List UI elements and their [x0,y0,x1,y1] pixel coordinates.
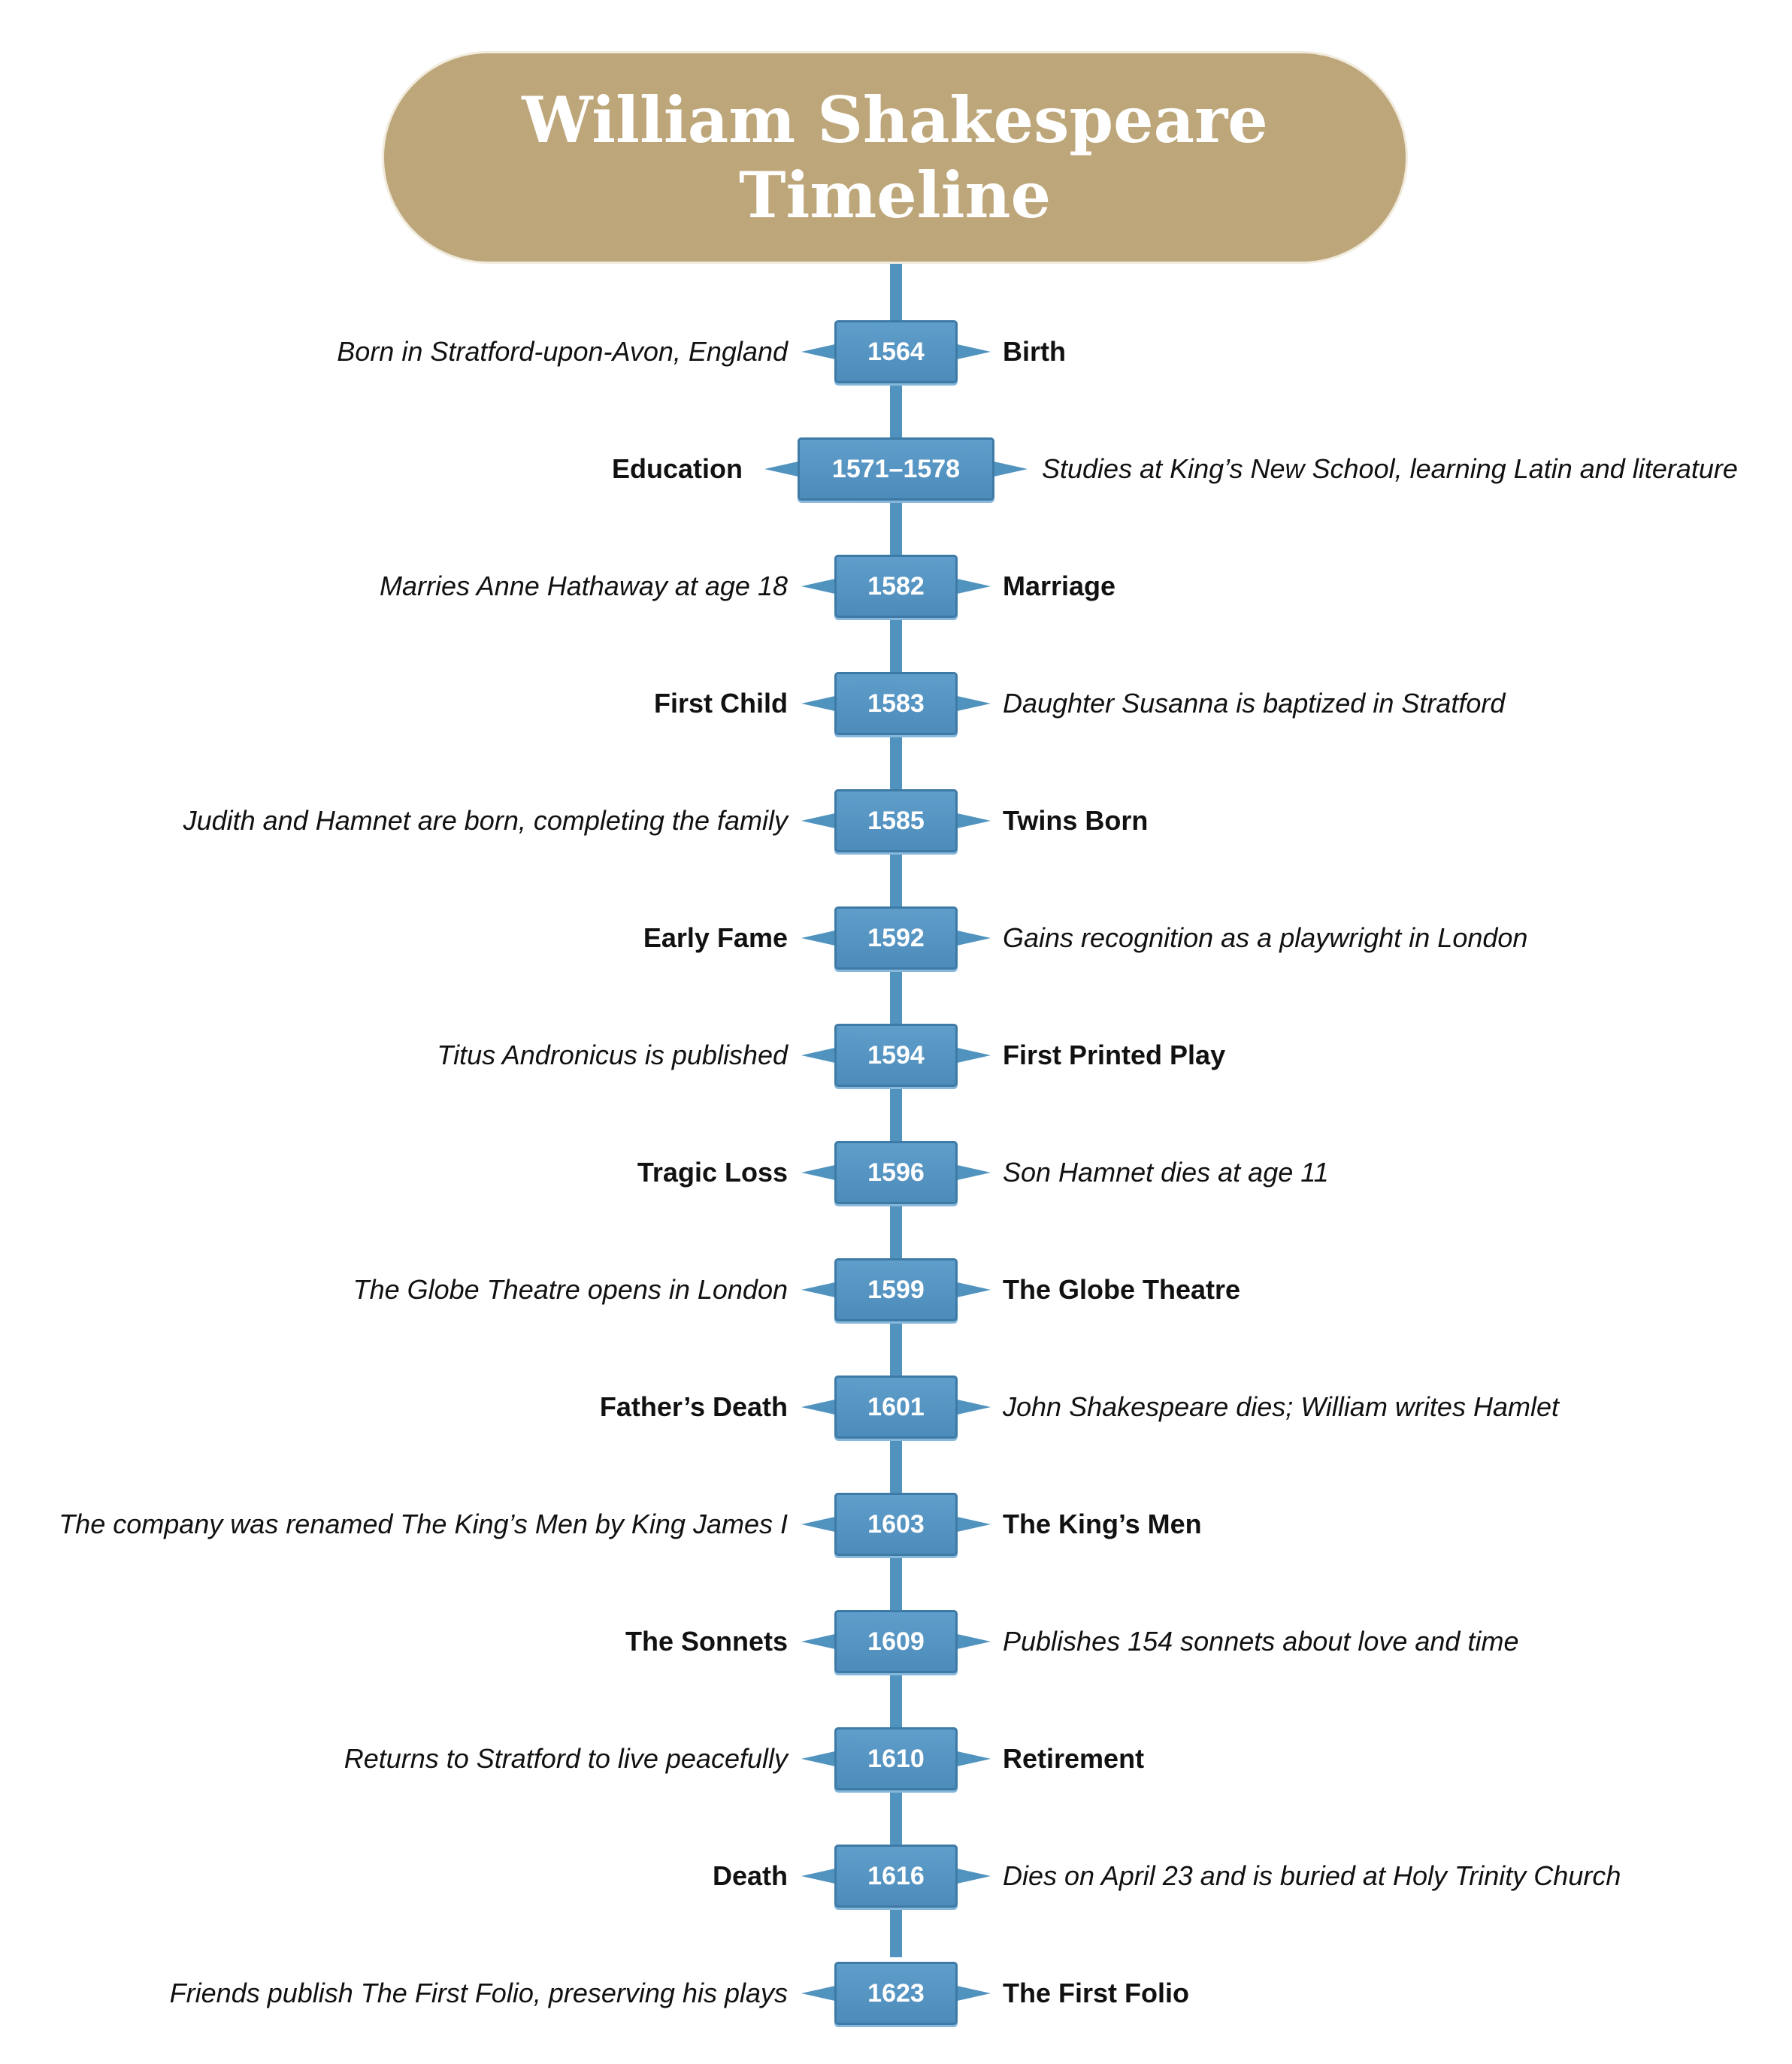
year-box: 1592 [834,906,958,970]
event-name: Father’s Death [599,1391,788,1422]
event-name: First Printed Play [1003,1040,1226,1070]
event-description: Son Hamnet dies at age 11 [1003,1157,1329,1188]
event-name: First Child [654,688,788,719]
event-description: Studies at King’s New School, learning L… [1042,453,1738,484]
event-description: Publishes 154 sonnets about love and tim… [1003,1626,1519,1657]
event-name: Tragic Loss [637,1157,788,1188]
event-description: Daughter Susanna is baptized in Stratfor… [1003,688,1506,719]
year-box: 1571–1578 [798,437,994,501]
year-box: 1601 [834,1375,958,1439]
year-box: 1564 [834,320,958,383]
title-banner: William Shakespeare Timeline [382,51,1408,264]
event-name: Death [712,1860,788,1891]
event-description: Born in Stratford-upon-Avon, England [337,336,788,367]
year-box: 1596 [834,1141,958,1204]
event-name: The King’s Men [1003,1509,1202,1539]
event-name: The Globe Theatre [1003,1274,1241,1305]
year-box: 1599 [834,1258,958,1321]
event-name: Education [611,453,743,484]
year-box: 1594 [834,1024,958,1087]
event-description: Gains recognition as a playwright in Lon… [1003,922,1528,953]
event-name: The First Folio [1003,1978,1189,2008]
year-box: 1583 [834,672,958,735]
year-box: 1616 [834,1845,958,1908]
event-description: Friends publish The First Folio, preserv… [169,1978,788,2008]
year-box: 1582 [834,555,958,618]
year-box: 1585 [834,789,958,852]
event-description: John Shakespeare dies; William writes Ha… [1003,1391,1559,1422]
event-name: Marriage [1003,570,1116,601]
event-description: Titus Andronicus is published [437,1040,788,1070]
year-box: 1623 [834,1962,958,2025]
event-name: Retirement [1003,1743,1145,1774]
event-name: Twins Born [1003,805,1149,836]
event-name: The Sonnets [625,1626,788,1657]
year-box: 1609 [834,1610,958,1673]
diagram-title: William Shakespeare Timeline [522,82,1268,232]
event-description: The Globe Theatre opens in London [353,1274,788,1305]
event-description: Judith and Hamnet are born, completing t… [183,805,788,836]
timeline-spine [890,262,902,1957]
event-description: The company was renamed The King’s Men b… [59,1509,788,1539]
event-name: Early Fame [643,922,788,953]
event-description: Dies on April 23 and is buried at Holy T… [1003,1860,1621,1891]
event-description: Marries Anne Hathaway at age 18 [380,570,788,601]
year-box: 1610 [834,1727,958,1790]
year-box: 1603 [834,1493,958,1556]
event-name: Birth [1003,336,1066,367]
event-description: Returns to Stratford to live peacefully [344,1743,788,1774]
